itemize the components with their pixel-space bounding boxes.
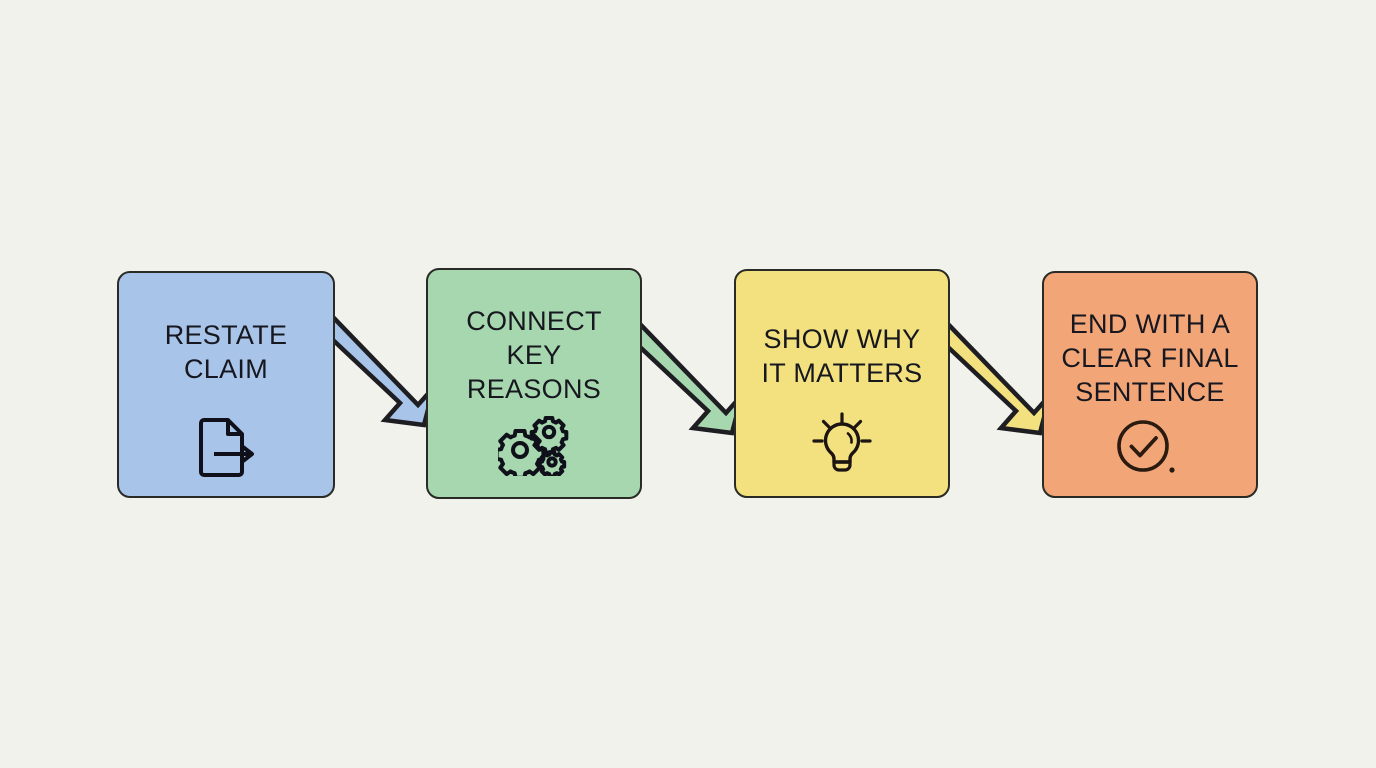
step-box-end-with-clear-final-sentence[interactable]: END WITH A CLEAR FINAL SENTENCE	[1042, 271, 1258, 498]
step-box-show-why-it-matters[interactable]: SHOW WHY IT MATTERS	[734, 269, 950, 498]
step-label-connect-key-reasons: CONNECT KEY REASONS	[466, 306, 602, 404]
arrow-2-to-3-shape	[621, 318, 745, 436]
step-box-restate-claim[interactable]: RESTATE CLAIM	[117, 271, 335, 498]
document-export-icon	[199, 418, 254, 477]
step-box-connect-key-reasons[interactable]: CONNECT KEY REASONS	[426, 268, 642, 499]
step-label-show-why-it-matters: SHOW WHY IT MATTERS	[761, 324, 923, 388]
gears-icon	[498, 415, 569, 476]
step-label-end-with-clear-final-sentence: END WITH A CLEAR FINAL SENTENCE	[1061, 309, 1239, 407]
check-circle-icon	[1117, 420, 1175, 473]
arrow-3-to-4-shape	[929, 318, 1053, 436]
period-dot	[1169, 467, 1175, 473]
lightbulb-icon	[812, 412, 872, 472]
arrow-2-to-3	[621, 318, 745, 436]
step-label-restate-claim: RESTATE CLAIM	[164, 320, 288, 384]
arrow-3-to-4	[929, 318, 1053, 436]
